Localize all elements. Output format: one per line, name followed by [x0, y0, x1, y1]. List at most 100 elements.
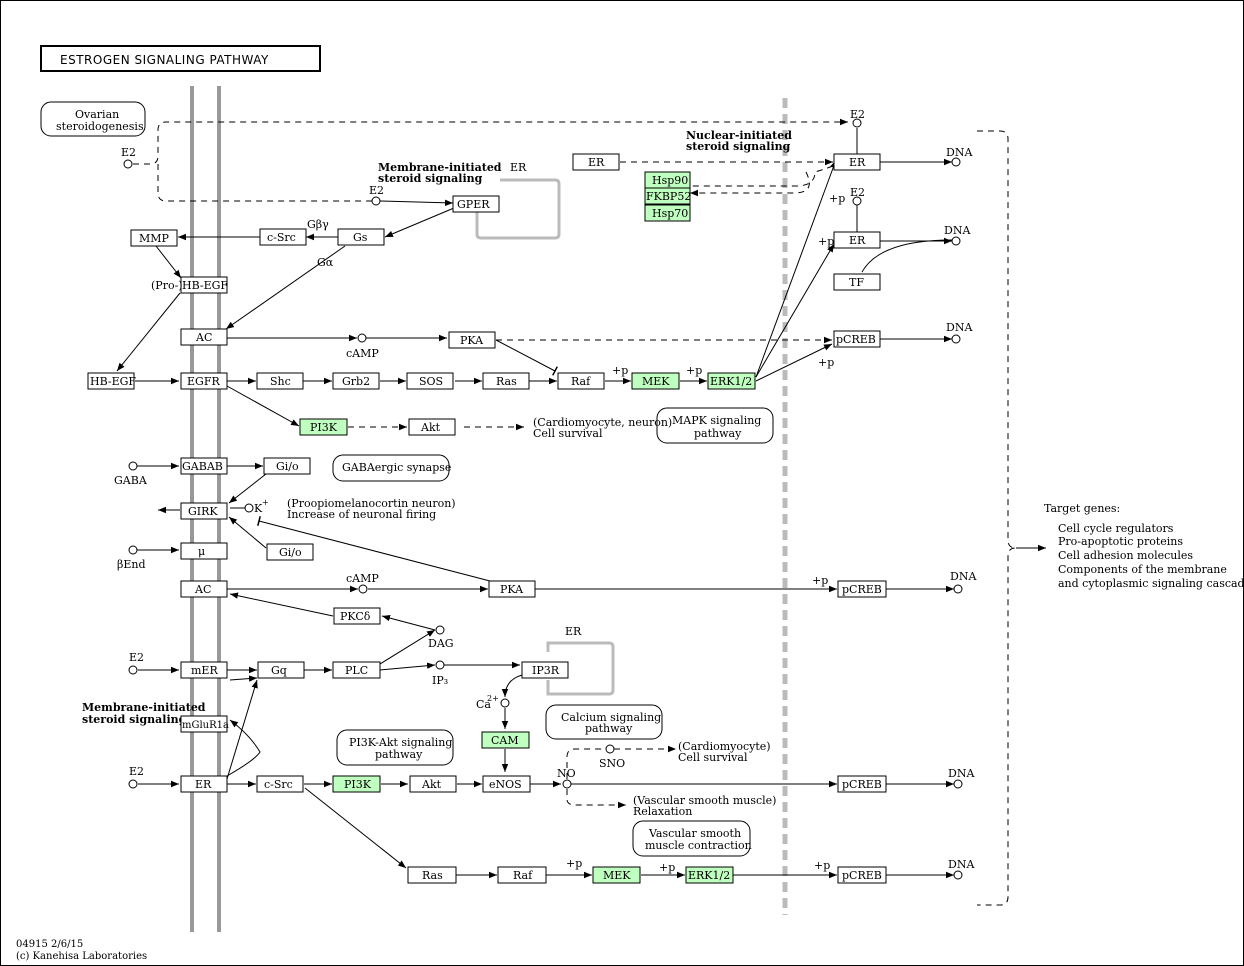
compound-dna-3[interactable]: DNA — [946, 321, 973, 344]
gene-pi3k-1[interactable]: PI3K — [299, 418, 348, 436]
svg-text:DNA: DNA — [946, 321, 973, 334]
compound-dna-5[interactable]: DNA — [948, 767, 975, 789]
gene-hsp70[interactable]: Hsp70 — [644, 204, 691, 222]
gene-hbegf-1[interactable]: HB-EGF — [180, 276, 228, 294]
gene-grb2[interactable]: Grb2 — [332, 372, 380, 390]
gene-mmp[interactable]: MMP — [130, 229, 178, 247]
gene-er-cyto[interactable]: ER — [572, 153, 620, 171]
compound-potassium[interactable]: K+ — [244, 498, 269, 515]
edge-labels: Gβγ Gα +p +p +p +p +p +p +p +p +p (Cardi… — [287, 192, 845, 874]
footer-copyright: (c) Kanehisa Laboratories — [16, 951, 147, 962]
gene-pcreb-1[interactable]: pCREB — [833, 330, 881, 348]
gene-girk[interactable]: GIRK — [180, 502, 228, 520]
gene-pcreb-2[interactable]: pCREB — [837, 580, 887, 598]
gene-ac-1[interactable]: AC — [180, 328, 228, 346]
gene-mek-1[interactable]: MEK — [631, 372, 680, 390]
gene-gio-2[interactable]: Gi/o — [266, 543, 314, 561]
svg-text:PI3K: PI3K — [310, 421, 338, 434]
compound-dna-2[interactable]: DNA — [944, 224, 971, 246]
gene-ras-1[interactable]: Ras — [482, 372, 530, 390]
svg-text:PKCδ: PKCδ — [340, 610, 371, 623]
phospho-label-2: +p — [686, 364, 702, 377]
gene-pcreb-4[interactable]: pCREB — [837, 866, 887, 884]
gene-gper[interactable]: GPER — [452, 195, 500, 213]
target-genes-title: Target genes: — [1044, 502, 1120, 515]
gene-gq[interactable]: Gq — [257, 661, 305, 679]
gene-fkbp52[interactable]: FKBP52 — [644, 187, 691, 205]
svg-text:EGFR: EGFR — [187, 375, 220, 388]
compound-no[interactable]: NO — [557, 767, 576, 789]
gene-enos[interactable]: eNOS — [482, 775, 531, 793]
gene-egfr[interactable]: EGFR — [180, 372, 228, 390]
svg-text:Raf: Raf — [513, 869, 533, 882]
gene-cam[interactable]: CAM — [481, 731, 530, 749]
gene-er-nuc-2[interactable]: ER — [833, 231, 881, 249]
compound-calcium[interactable]: Ca2+ — [476, 694, 510, 711]
gene-tf[interactable]: TF — [833, 273, 881, 291]
svg-text:cAMP: cAMP — [346, 347, 379, 360]
gene-ip3r[interactable]: IP3R — [521, 661, 569, 679]
gene-pka-1[interactable]: PKA — [448, 331, 496, 349]
compound-e2-4[interactable]: E2 — [850, 186, 865, 206]
gene-hsp90[interactable]: Hsp90 — [644, 171, 691, 189]
compound-e2-2[interactable]: E2 — [369, 184, 384, 206]
gene-er-mem[interactable]: ER — [180, 775, 228, 793]
gene-mu[interactable]: μ — [180, 542, 228, 560]
compound-gaba[interactable]: GABA — [114, 461, 148, 487]
gene-erk-2[interactable]: ERK1/2 — [685, 866, 734, 884]
gene-akt-1[interactable]: Akt — [408, 418, 456, 436]
compound-camp-2[interactable]: cAMP — [346, 572, 379, 594]
gene-plc[interactable]: PLC — [332, 661, 381, 679]
gene-sos[interactable]: SOS — [406, 372, 454, 390]
compound-dna-4[interactable]: DNA — [950, 570, 977, 594]
compound-e2-5[interactable]: E2 — [128, 651, 144, 675]
compound-e2-6[interactable]: E2 — [128, 765, 144, 789]
gene-gs[interactable]: Gs — [337, 228, 385, 246]
gene-gio-1[interactable]: Gi/o — [263, 457, 311, 475]
svg-text:E2: E2 — [121, 146, 136, 159]
gene-pkcd[interactable]: PKCδ — [333, 607, 381, 625]
membrane-initiated-label-4: steroid signaling — [82, 713, 187, 726]
gene-pka-2[interactable]: PKA — [488, 580, 536, 598]
compound-e2-3[interactable]: E2 — [850, 108, 865, 128]
gene-mek-2[interactable]: MEK — [592, 866, 641, 884]
gene-er-nuc-1[interactable]: ER — [833, 153, 881, 171]
gene-pi3k-2[interactable]: PI3K — [332, 775, 381, 793]
compound-ip3[interactable]: IP₃ — [432, 660, 448, 687]
compound-sno[interactable]: SNO — [599, 744, 625, 770]
compound-bend[interactable]: βEnd — [117, 545, 146, 571]
compound-dag[interactable]: DAG — [428, 625, 454, 650]
svg-text:muscle contraction: muscle contraction — [645, 839, 752, 852]
membrane-initiated-label-3: Membrane-initiated — [82, 701, 206, 714]
gene-erk-1[interactable]: ERK1/2 — [707, 372, 756, 390]
compound-e2-1[interactable]: E2 — [121, 146, 136, 169]
svg-text:Calcium signaling: Calcium signaling — [561, 711, 661, 724]
gene-mglur1a[interactable]: mGluR1a — [180, 715, 229, 733]
gene-hbegf-2[interactable]: HB-EGF — [87, 372, 136, 390]
gene-csrc-1[interactable]: c-Src — [259, 228, 307, 246]
target-gene-4: Components of the membrane — [1058, 563, 1227, 576]
gene-pcreb-3[interactable]: pCREB — [837, 775, 887, 793]
gene-gabab[interactable]: GABAB — [180, 457, 228, 475]
compound-camp-1[interactable]: cAMP — [346, 333, 379, 360]
gene-akt-2[interactable]: Akt — [409, 775, 457, 793]
gene-shc[interactable]: Shc — [256, 372, 304, 390]
svg-text:c-Src: c-Src — [267, 231, 296, 244]
gene-csrc-2[interactable]: c-Src — [256, 775, 304, 793]
compound-dna-6[interactable]: DNA — [948, 858, 975, 880]
gene-raf-1[interactable]: Raf — [557, 372, 605, 390]
compound-dna-1[interactable]: DNA — [946, 146, 973, 167]
gene-mer[interactable]: mER — [180, 661, 228, 679]
gene-ac-2[interactable]: AC — [180, 580, 228, 598]
svg-text:Hsp70: Hsp70 — [652, 207, 688, 220]
gene-ras-2[interactable]: Ras — [407, 866, 457, 884]
gene-raf-2[interactable]: Raf — [497, 866, 547, 884]
pathway-gabaergic-synapse[interactable]: GABAergic synapse — [332, 454, 451, 482]
